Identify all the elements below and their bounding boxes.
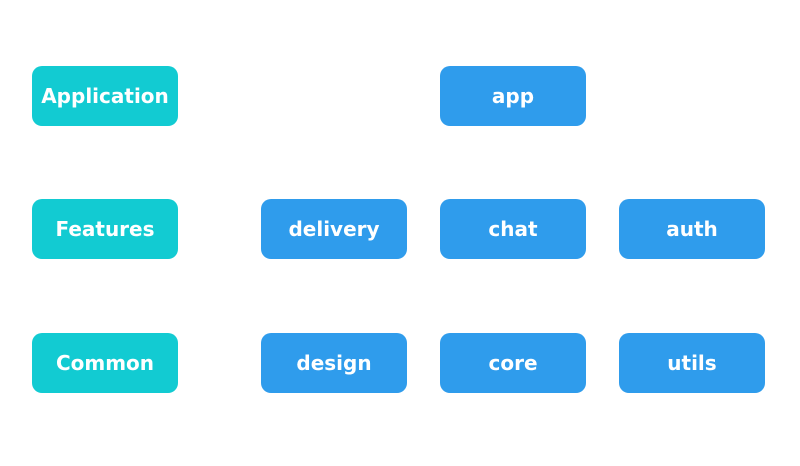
module-auth: auth: [619, 199, 765, 259]
module-core: core: [440, 333, 586, 393]
module-app: app: [440, 66, 586, 126]
layer-label-common: Common: [32, 333, 178, 393]
module-design: design: [261, 333, 407, 393]
module-chat: chat: [440, 199, 586, 259]
module-delivery: delivery: [261, 199, 407, 259]
module-utils: utils: [619, 333, 765, 393]
layer-label-features: Features: [32, 199, 178, 259]
layer-label-application: Application: [32, 66, 178, 126]
